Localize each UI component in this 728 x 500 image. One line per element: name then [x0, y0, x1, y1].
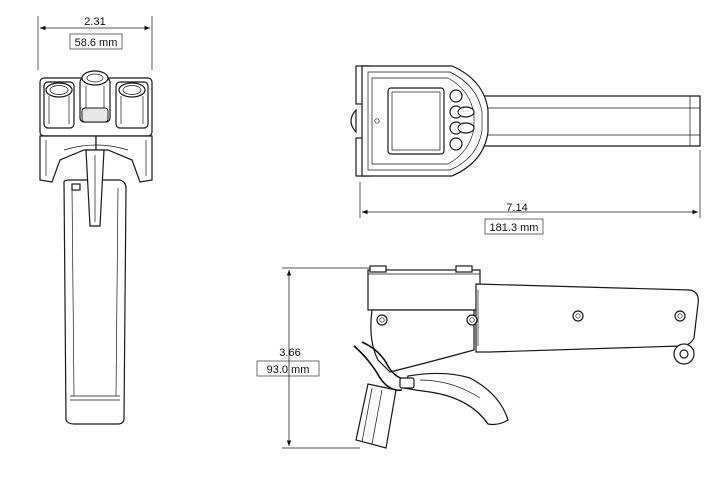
- length-inches-label: 7.14: [506, 202, 527, 214]
- height-dimension: 3.66 93.0 mm: [256, 267, 372, 449]
- top-view: 7.14 181.3 mm: [350, 65, 701, 235]
- width-mm-label: 58.6 mm: [75, 37, 118, 49]
- width-inches-label: 2.31: [84, 16, 105, 28]
- side-view: 3.66 93.0 mm: [256, 265, 699, 449]
- height-mm-label: 93.0 mm: [267, 364, 310, 376]
- front-view: 2.31 58.6 mm: [37, 16, 153, 425]
- connector-right: [115, 81, 149, 129]
- height-inches-label: 3.66: [279, 347, 300, 359]
- length-mm-label: 181.3 mm: [490, 222, 539, 234]
- connector-left: [43, 81, 75, 129]
- connector-center: [79, 70, 111, 123]
- width-dimension: 2.31 58.6 mm: [37, 16, 153, 70]
- length-dimension: 7.14 181.3 mm: [359, 150, 701, 235]
